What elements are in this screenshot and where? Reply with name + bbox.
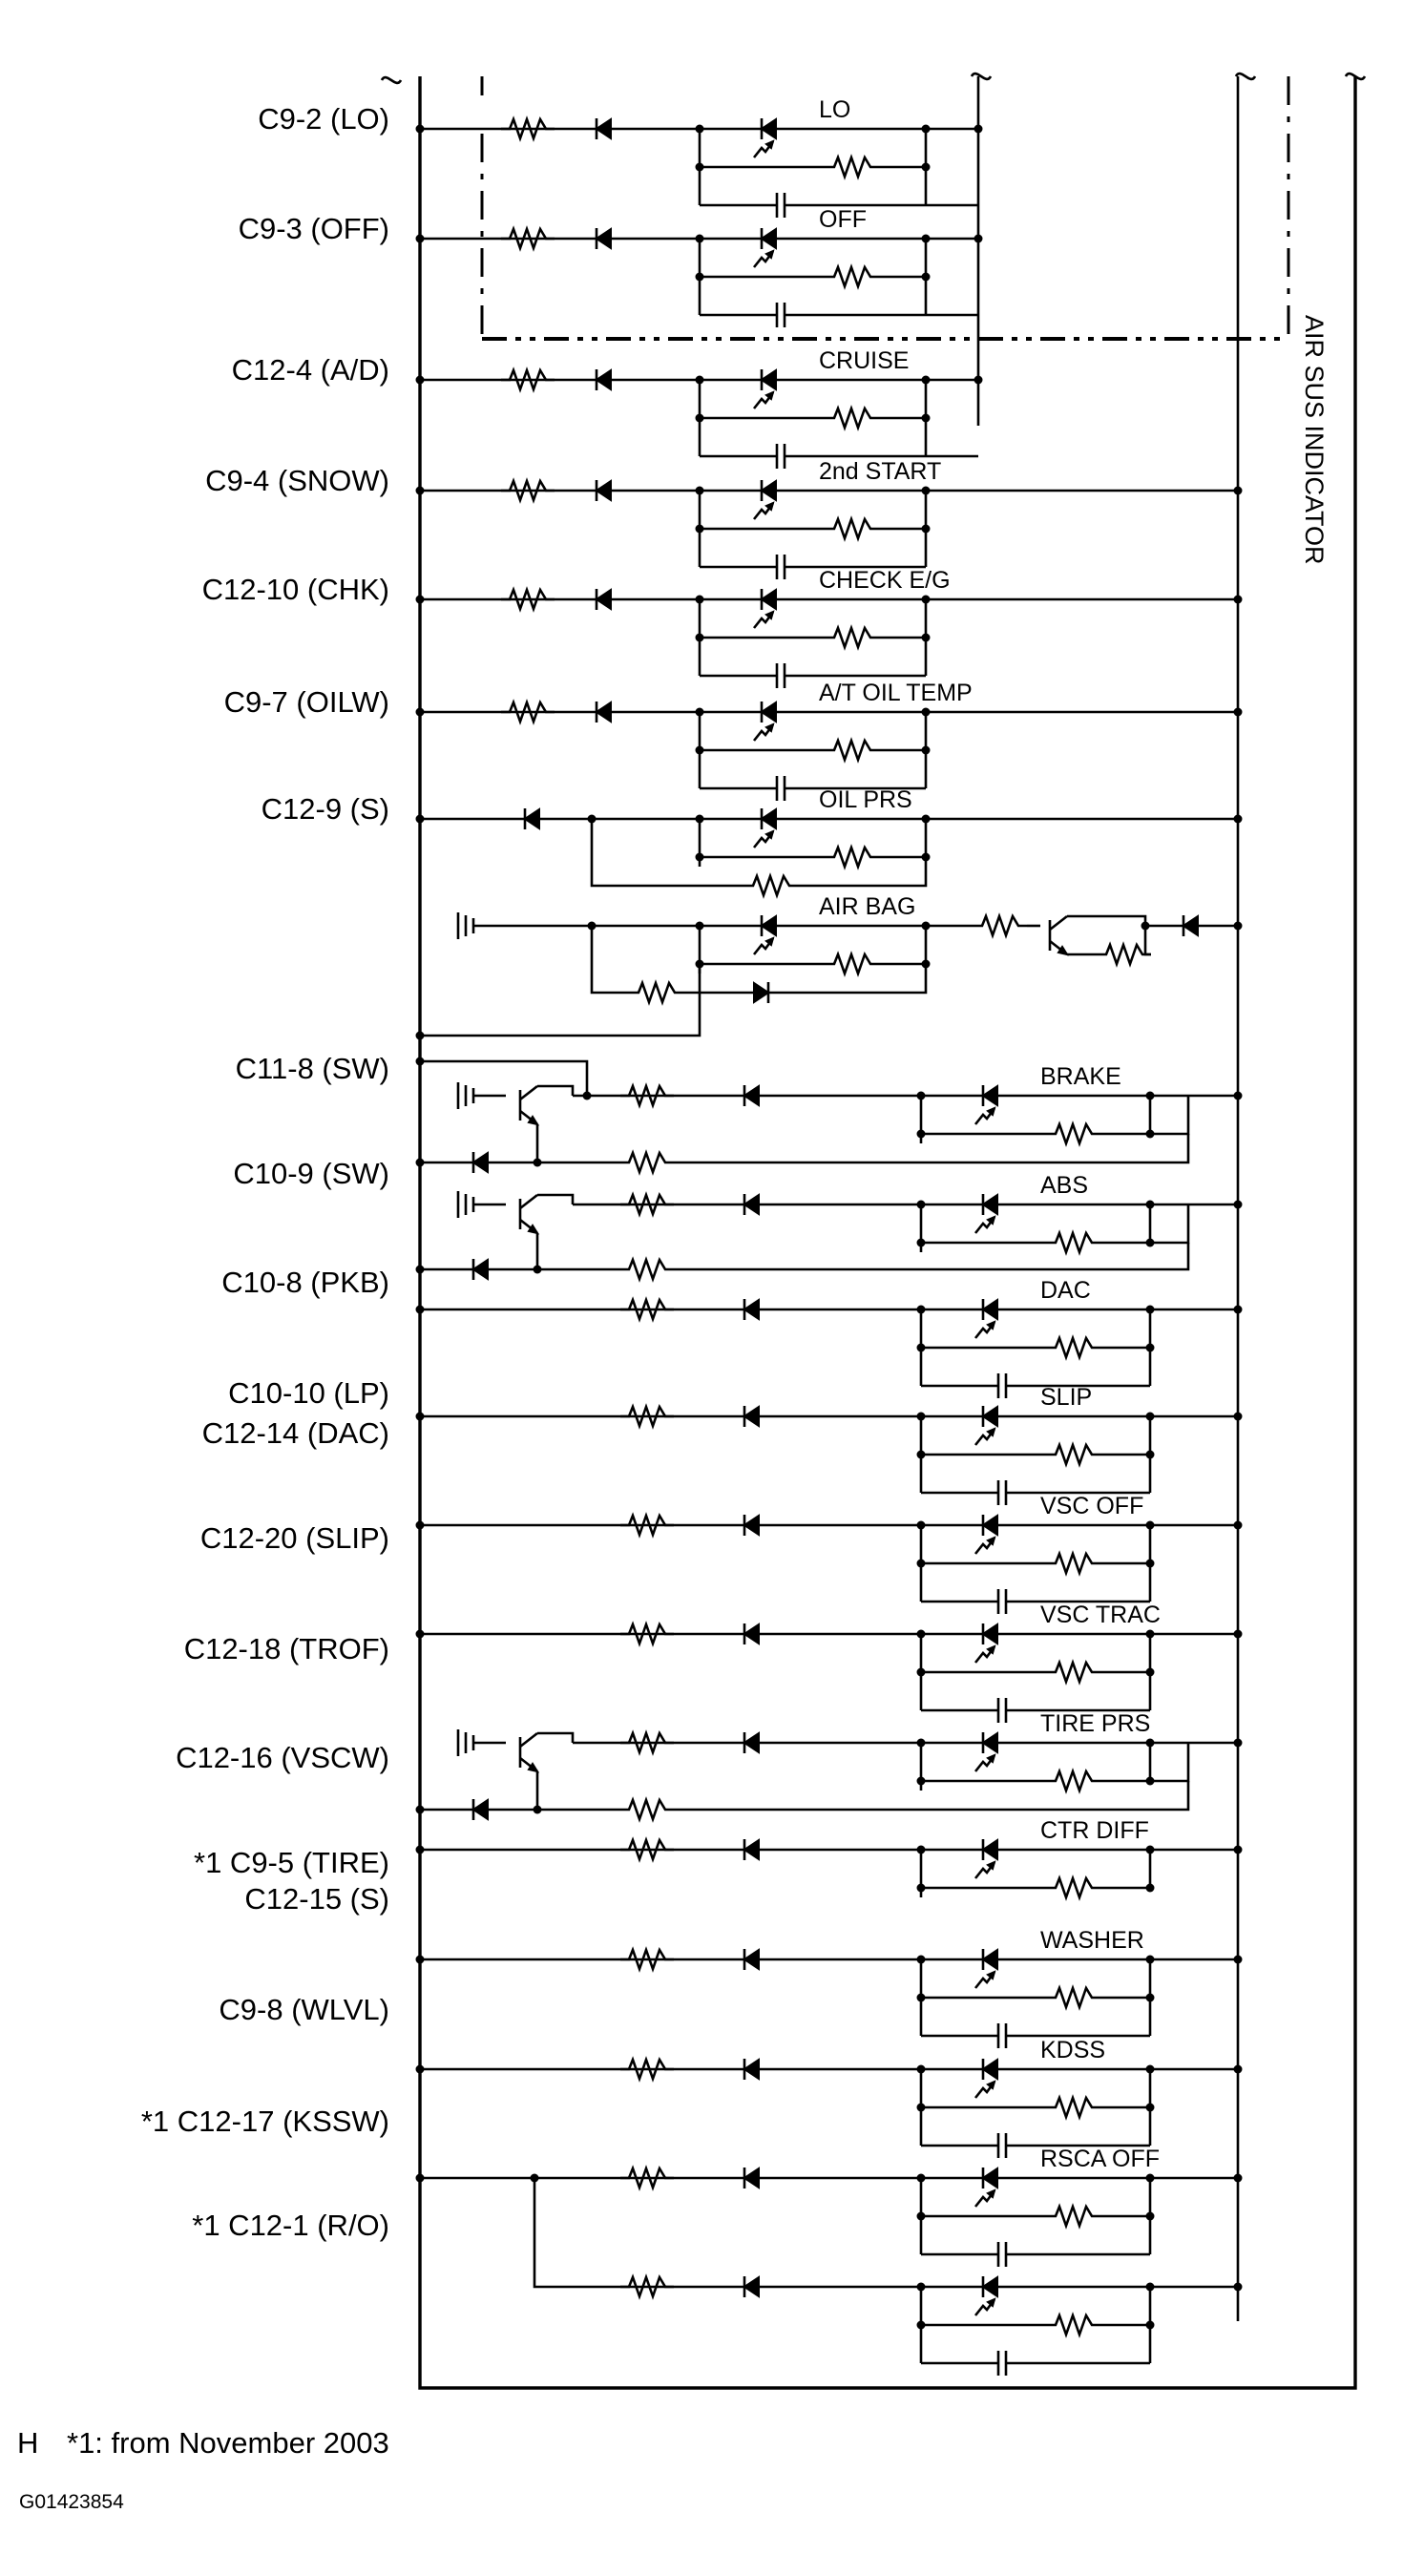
- lamp-channel: VSC OFF: [916, 1493, 1243, 1616]
- pin-feed: [415, 1622, 921, 1646]
- lamp-label: WASHER: [1040, 1927, 1144, 1954]
- lamp-channel: LO: [695, 96, 983, 220]
- lamp-channel: BRAKE: [916, 1063, 1243, 1145]
- lamp-label: KDSS: [1040, 2037, 1105, 2063]
- pin-label: C9-3 (OFF): [239, 212, 389, 245]
- c10-9-feed: [415, 1057, 592, 1100]
- pin-label: C9-2 (LO): [258, 102, 389, 136]
- pin-label: C9-8 (WLVL): [219, 1993, 389, 2026]
- lamp-label: OIL PRS: [819, 786, 912, 813]
- lamp-label: CRUISE: [819, 347, 909, 374]
- pin-feed: [415, 1728, 1190, 1822]
- lamp-label: A/T OIL TEMP: [819, 680, 973, 706]
- pin-feed: [415, 367, 700, 392]
- lamp-label: SLIP: [1040, 1384, 1092, 1411]
- pin-label: C12-14 (DAC): [202, 1416, 389, 1450]
- lamp-label: VSC TRAC: [1040, 1602, 1161, 1628]
- footnote-letter: H: [17, 2426, 38, 2460]
- pin-label: C9-7 (OILW): [224, 685, 389, 719]
- pin-label: C12-15 (S): [244, 1882, 389, 1916]
- lamp-label: VSC OFF: [1040, 1493, 1143, 1519]
- lamp-label: CHECK E/G: [819, 567, 951, 594]
- figure-code: G01423854: [19, 2491, 124, 2513]
- pin-label: C12-20 (SLIP): [200, 1521, 389, 1555]
- lamp-label: RSCA OFF: [1040, 2146, 1160, 2172]
- lamp-channel: [530, 2173, 1243, 2377]
- footnote-text: *1: from November 2003: [67, 2426, 389, 2460]
- pin-feed: [415, 700, 700, 724]
- pin-feed: [415, 1297, 921, 1322]
- lamp-label: CTR DIFF: [1040, 1817, 1149, 1844]
- lamp-channel: RSCA OFF: [916, 2146, 1243, 2269]
- pin-feed: [415, 1080, 1190, 1175]
- lamp-label: TIRE PRS: [1040, 1710, 1150, 1737]
- lamp-channel: AIR BAG: [415, 893, 1243, 1040]
- lamp-channel: VSC TRAC: [916, 1602, 1243, 1725]
- pin-feed: [415, 116, 700, 141]
- pin-label: *1 C12-17 (KSSW): [141, 2105, 389, 2138]
- pin-feed: [415, 1837, 921, 1862]
- pin-label: C9-4 (SNOW): [205, 464, 389, 497]
- lamp-channel: WASHER: [916, 1927, 1243, 2050]
- lamp-label: BRAKE: [1040, 1063, 1121, 1090]
- pin-label: C12-9 (S): [262, 792, 389, 826]
- top-break-marks: [380, 72, 1367, 85]
- pin-label: C10-10 (LP): [228, 1376, 389, 1410]
- lamp-channel: 2nd START: [695, 458, 1243, 581]
- pin-label: C11-8 (SW): [236, 1052, 389, 1085]
- lamp-channel: A/T OIL TEMP: [695, 680, 1243, 803]
- pin-label: C12-10 (CHK): [202, 573, 389, 606]
- lamp-label: AIR BAG: [819, 893, 915, 920]
- indicator-lamps: LO OFF CRUISE 2nd START CHECK E/G A/T OIL TEM…: [415, 96, 1243, 2377]
- pin-feed: [415, 1404, 921, 1429]
- pin-label: C10-8 (PKB): [221, 1266, 389, 1299]
- pin-label: *1 C9-5 (TIRE): [194, 1846, 389, 1879]
- pin-feed: [415, 1947, 921, 1972]
- pin-feed: [415, 2057, 921, 2082]
- lamp-channel: OFF: [695, 206, 983, 329]
- pin-feed: [415, 226, 700, 251]
- pin-feed: [415, 2166, 921, 2190]
- pin-feed: [415, 478, 700, 503]
- pin-labels: C9-2 (LO) C9-3 (OFF) C12-4 (A/D) C9-4 (SNOW…: [141, 102, 389, 2242]
- pin-label: C12-18 (TROF): [184, 1632, 389, 1665]
- lamp-channel: ABS: [916, 1172, 1243, 1254]
- lamp-channel: SLIP: [916, 1384, 1243, 1507]
- lamp-channel: CTR DIFF: [916, 1817, 1243, 1899]
- pin-label: C12-4 (A/D): [232, 353, 389, 387]
- lamp-channel: CHECK E/G: [695, 567, 1243, 690]
- lamp-channel: OIL PRS: [415, 786, 1243, 897]
- lamp-label: DAC: [1040, 1277, 1091, 1304]
- pin-feed: [415, 1513, 921, 1538]
- lamp-label: LO: [819, 96, 850, 123]
- lamp-channel: TIRE PRS: [916, 1710, 1243, 1792]
- pin-label: C10-9 (SW): [233, 1157, 389, 1190]
- pin-label: C12-16 (VSCW): [176, 1741, 389, 1774]
- lamp-label: OFF: [819, 206, 867, 233]
- lamp-label: 2nd START: [819, 458, 941, 485]
- lamp-channel: DAC: [916, 1277, 1243, 1400]
- lamp-label: ABS: [1040, 1172, 1088, 1199]
- pin-label: *1 C12-1 (R/O): [192, 2209, 389, 2242]
- pin-feed: [415, 1189, 1190, 1282]
- pin-feed: [415, 587, 700, 612]
- bus-rails: [418, 76, 1357, 2390]
- air-sus-indicator-label: AIR SUS INDICATOR: [1300, 315, 1329, 565]
- lamp-channel: KDSS: [916, 2037, 1243, 2160]
- lamp-channel: CRUISE: [695, 347, 983, 471]
